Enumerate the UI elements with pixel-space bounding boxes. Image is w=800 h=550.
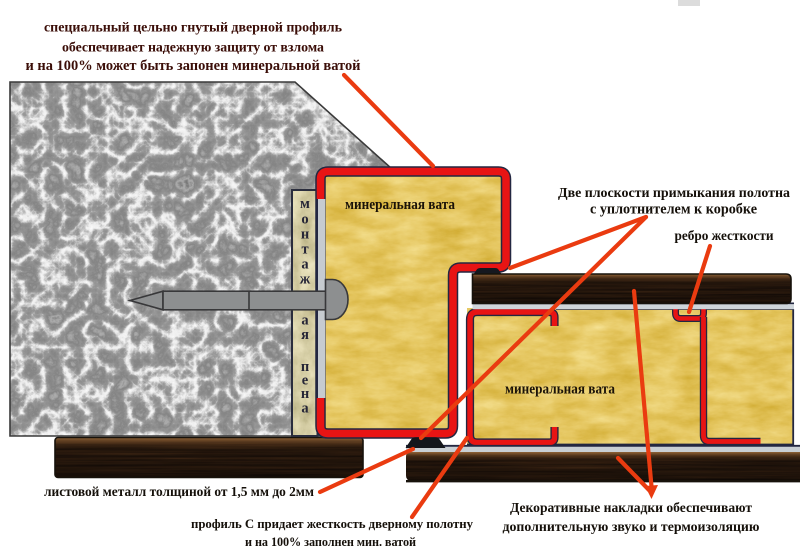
svg-text:Две плоскости примыкания поло: Две плоскости примыкания полотна [558, 186, 790, 201]
svg-text:специальный цельно гнутый двер: специальный цельно гнутый дверной профил… [44, 21, 343, 36]
svg-text:обеспечивает надежную защиту о: обеспечивает надежную защиту от взлома [62, 41, 324, 56]
svg-text:е: е [302, 373, 309, 389]
svg-text:а: а [301, 257, 309, 273]
svg-text:профиль С придает жесткость дв: профиль С придает жесткость дверному пол… [191, 517, 474, 531]
svg-text:а: а [301, 313, 309, 329]
svg-text:п: п [301, 359, 309, 375]
svg-text:листовой металл толщиной от 1,: листовой металл толщиной от 1,5 мм до 2м… [44, 484, 314, 499]
svg-text:а: а [301, 401, 309, 417]
svg-text:я: я [301, 327, 309, 343]
svg-text:м: м [300, 196, 310, 212]
svg-text:и на 100% может быть запонен: и на 100% может быть запонен минеральной… [26, 58, 361, 74]
svg-text:с уплотнителем к коробке: с уплотнителем к коробке [590, 202, 757, 218]
svg-text:минеральная вата: минеральная вата [345, 197, 455, 213]
svg-text:ж: ж [300, 272, 311, 288]
svg-text:н: н [301, 227, 309, 243]
svg-text:Декоративные накладки обеспечи: Декоративные накладки обеспечивают [510, 500, 752, 515]
svg-text:ребро жесткости: ребро жесткости [675, 228, 774, 243]
svg-text:дополнительную звуко и термои: дополнительную звуко и термоизоляцию [503, 519, 760, 534]
svg-text:о: о [301, 212, 308, 228]
svg-text:минеральная вата: минеральная вата [505, 382, 615, 398]
svg-text:т: т [301, 242, 308, 258]
svg-text:и на 100% заполнен мин. ватой: и на 100% заполнен мин. ватой [245, 535, 416, 549]
svg-text:н: н [301, 386, 309, 402]
